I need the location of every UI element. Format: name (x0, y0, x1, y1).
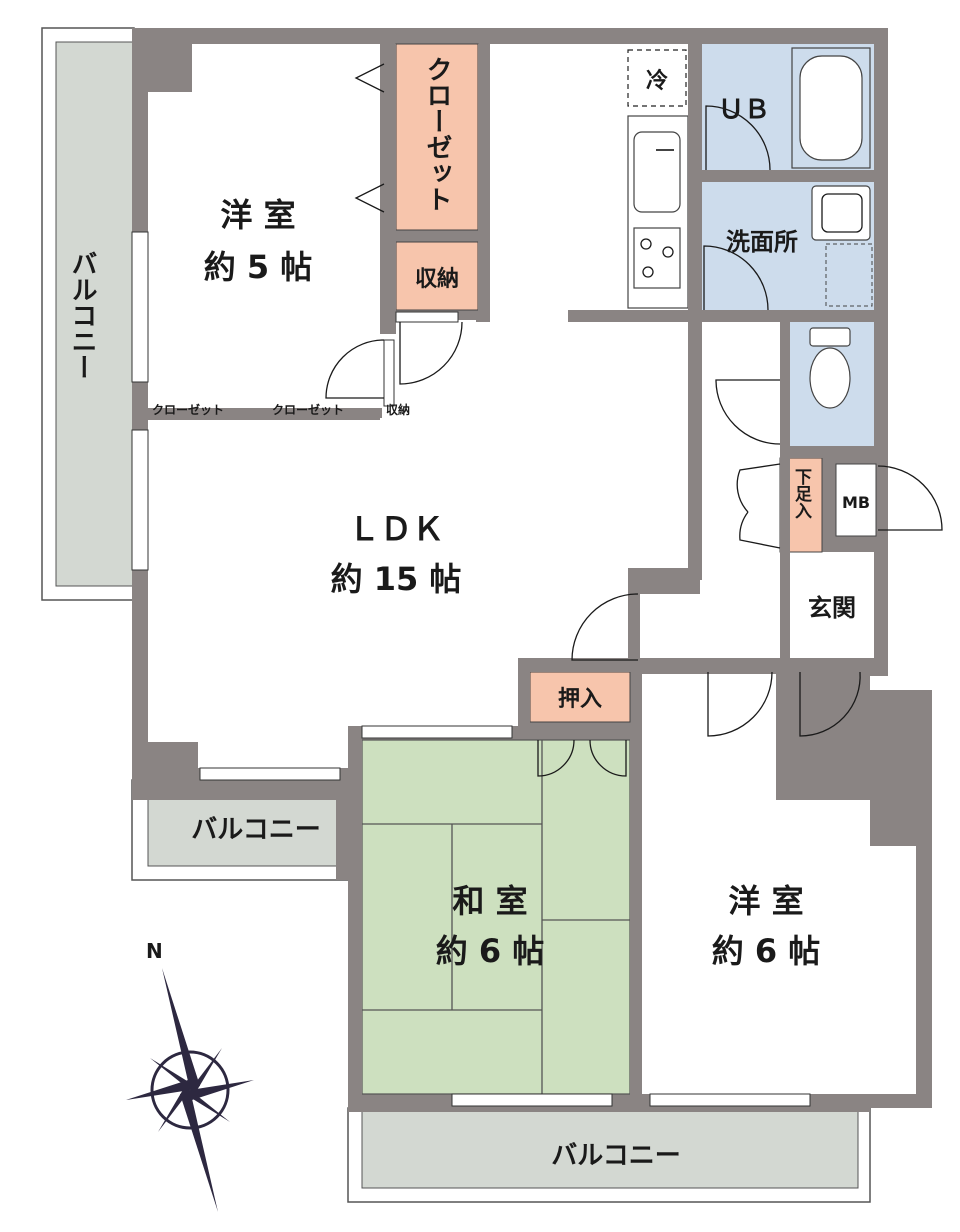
shuunou-label: 収納 (415, 266, 459, 292)
room-ldk-floor (148, 316, 688, 768)
bathtub-icon (799, 55, 863, 161)
washitsu-name: 和 室 (452, 882, 527, 920)
washbasin-icon (811, 185, 871, 241)
ldk-name: ＬＤＫ (348, 510, 444, 548)
fridge-label: 冷 (646, 68, 668, 94)
western-room-se-size: 約 6 帖 (712, 932, 821, 970)
tatami-seams (362, 740, 630, 1094)
bar-closet-2-label: クローゼット (272, 402, 344, 417)
washitsu-size: 約 6 帖 (436, 932, 545, 970)
compass-rose: N (126, 939, 254, 1212)
mb-label: MB (842, 493, 870, 512)
balcony-south-label: バルコニー (551, 1141, 680, 1171)
closet-tall (395, 43, 479, 231)
washroom-label: 洗面所 (726, 228, 798, 256)
western-room-nw-size: 約 5 帖 (204, 248, 313, 286)
toilet-bowl-icon (809, 347, 851, 409)
oshiire-label: 押入 (558, 686, 602, 712)
windows (131, 231, 811, 1107)
door-swings (325, 63, 943, 777)
stove-icon (633, 227, 681, 289)
balcony-west (55, 41, 135, 587)
hallway-lower-floor (638, 594, 780, 658)
entrance-label: 玄関 (808, 594, 856, 622)
balcony-west-label: バルコニー (67, 250, 97, 380)
shuunou-box (395, 241, 479, 311)
western-room-nw-name: 洋 室 (220, 196, 295, 234)
room-western-se-floor (642, 674, 916, 1094)
shoe-cabinet-label: 下足入 (791, 468, 812, 519)
bar-shuunou-label: 収納 (386, 402, 410, 417)
sink-icon (633, 131, 681, 213)
compass-north-label: N (146, 939, 163, 963)
toilet-tank-icon (809, 327, 851, 347)
ldk-size: 約 15 帖 (331, 560, 462, 598)
room-western-nw-floor (148, 44, 380, 410)
bar-closet-1-label: クローゼット (152, 402, 224, 417)
closet-tall-label: クローゼット (422, 56, 452, 212)
balcony-sw-label: バルコニー (191, 815, 320, 845)
washitsu-tatami (361, 739, 631, 1095)
washer-space (825, 243, 873, 307)
interior-walls (138, 44, 932, 1112)
balcony-south (361, 1107, 859, 1189)
unit-bath-label: ＵＢ (718, 95, 770, 125)
mb-box (835, 463, 877, 537)
western-room-se-name: 洋 室 (728, 882, 803, 920)
oshiire-box (529, 671, 631, 723)
entrance-floor (790, 552, 874, 658)
fridge-space (627, 49, 687, 107)
